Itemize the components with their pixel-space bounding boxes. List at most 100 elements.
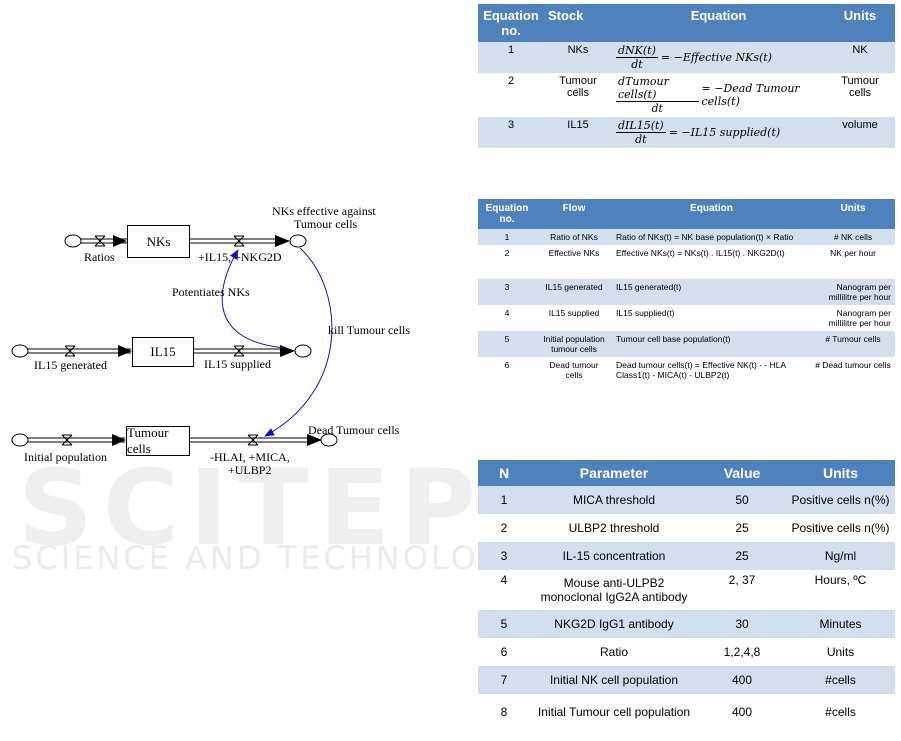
cell: 1: [504, 232, 510, 242]
cell: 1: [507, 44, 515, 56]
cell: 3: [504, 282, 510, 292]
cell: IL15 supplied: [548, 308, 600, 318]
header-cell: Equation: [690, 8, 747, 23]
label-ratios: Ratios: [84, 250, 115, 264]
cell: Tumour cell base population(t): [616, 334, 731, 344]
eq-denominator: dt: [635, 133, 647, 146]
header-cell: Equation no.: [485, 203, 529, 225]
cell: Ratio: [599, 645, 628, 659]
cell: 2, 37: [728, 573, 756, 587]
cell: Hours, ºC: [814, 573, 867, 587]
cell: Nanogram per millilitre per hour: [828, 308, 891, 328]
eq-rhs: = −IL15 supplied(t): [668, 126, 781, 139]
cell: Ratio of NKs: [550, 232, 598, 242]
label-tumour-flow: -HLAI, +MICA,: [210, 450, 290, 464]
cell: MICA threshold: [572, 493, 656, 507]
eq-denominator: dt: [651, 102, 663, 115]
label-initial-population: Initial population: [24, 450, 107, 464]
table-header-row: N Parameter Value Units: [478, 460, 895, 486]
table-row: 6 Dead tumour cells Dead tumour cells(t)…: [478, 357, 895, 383]
eq-numerator: dTumour cells(t): [616, 75, 699, 102]
table-row: 2 Effective NKs Effective NKs(t) = NKs(t…: [478, 245, 895, 279]
label-nks-effective: NKs effective against: [272, 204, 376, 218]
header-cell: Units: [840, 203, 866, 214]
cell: 25: [735, 549, 749, 563]
header-cell: N: [498, 465, 510, 481]
label-potentiates: Potentiates NKs: [172, 285, 250, 299]
cell: NK: [852, 44, 868, 56]
cell: #cells: [825, 673, 856, 687]
cell: 6: [500, 645, 508, 659]
eq-numerator: dIL15(t): [616, 119, 666, 133]
cell: Dead tumour cells: [549, 360, 599, 380]
cell: IL15 generated(t): [616, 282, 682, 292]
table-row: 5 Initial population tumour cells Tumour…: [478, 331, 895, 357]
cell: Effective NKs: [548, 248, 600, 258]
table-row: 7 Initial NK cell population 400 #cells: [478, 666, 895, 694]
stock-equations-table: Equation no. Stock Equation Units 1 NKs …: [478, 4, 895, 148]
header-cell: Units: [823, 465, 858, 481]
cell: Positive cells n(%): [791, 493, 890, 507]
table-header-row: Equation no. Flow Equation Units: [478, 199, 895, 229]
header-cell: Flow: [562, 203, 586, 214]
cloud-icon: [320, 433, 338, 447]
cell: volume: [842, 119, 878, 131]
equation-cell: dNK(t)dt= −Effective NKs(t): [612, 42, 825, 73]
table-row: 8 Initial Tumour cell population 400 #ce…: [478, 694, 895, 730]
cell: 5: [504, 334, 510, 344]
label-kill: kill Tumour cells: [328, 323, 411, 337]
table-row: 1 Ratio of NKs Ratio of NKs(t) = NK base…: [478, 229, 895, 245]
table-row: 5 NKG2D IgG1 antibody 30 Minutes: [478, 610, 895, 638]
cell: 2: [504, 248, 510, 258]
cell: Initial population tumour cells: [543, 334, 605, 354]
cell: IL15 supplied(t): [616, 308, 675, 318]
table-row: 3 IL15 generated IL15 generated(t) Nanog…: [478, 279, 895, 305]
cell: 25: [735, 521, 749, 535]
cell: ULBP2 threshold: [568, 521, 660, 535]
label-il15-supplied: IL15 supplied: [204, 357, 271, 371]
cell: IL15 generated: [545, 282, 603, 292]
cloud-icon: [64, 234, 82, 248]
cell: 1: [500, 493, 508, 507]
cell: Initial NK cell population: [549, 673, 679, 687]
cell: 6: [504, 360, 510, 370]
label-tumour-flow-2: +ULBP2: [228, 463, 272, 477]
cell: 4: [500, 573, 508, 587]
cell: Mouse anti-ULPB2 monoclonal IgG2A antibo…: [540, 576, 688, 604]
cell: NKs: [567, 44, 589, 56]
cell: # Dead tumour cells: [815, 360, 891, 370]
cell: # NK cells: [833, 232, 873, 242]
cell: NKG2D IgG1 antibody: [554, 617, 674, 631]
table-row: 1 MICA threshold 50 Positive cells n(%): [478, 486, 895, 514]
header-cell: Value: [723, 465, 761, 481]
cloud-icon: [289, 234, 307, 248]
table-row: 1 NKs dNK(t)dt= −Effective NKs(t) NK: [478, 42, 895, 73]
diagram-lines: [11, 234, 338, 447]
cell: 2: [500, 521, 508, 535]
table-row: 4 Mouse anti-ULPB2 monoclonal IgG2A anti…: [478, 570, 895, 610]
eq-denominator: dt: [631, 58, 643, 71]
stock-il15: IL15: [132, 337, 194, 367]
cell: Ratio of NKs(t) = NK base population(t) …: [616, 232, 794, 242]
valve-icon: [94, 235, 106, 247]
table-row: 4 IL15 supplied IL15 supplied(t) Nanogra…: [478, 305, 895, 331]
cell: Tumour cells: [841, 75, 879, 99]
valve-icon: [64, 345, 76, 357]
cell: Dead tumour cells(t) = Effective NK(t) -…: [616, 360, 786, 380]
cell: 8: [500, 705, 508, 719]
table-row: 2 ULBP2 threshold 25 Positive cells n(%): [478, 514, 895, 542]
valve-icon: [233, 345, 245, 357]
equation-cell: dTumour cells(t)dt= −Dead Tumour cells(t…: [612, 73, 825, 117]
cell: IL-15 concentration: [562, 549, 666, 563]
stock-flow-diagram: NKs IL15 Tumour cells Ratios +IL15, +NKG…: [0, 190, 470, 490]
flow-equations-table: Equation no. Flow Equation Units 1 Ratio…: [478, 199, 895, 383]
eq-numerator: dNK(t): [616, 44, 658, 58]
stock-nks: NKs: [127, 225, 190, 258]
cell: 7: [500, 673, 508, 687]
cell: 2: [507, 75, 515, 87]
cell: Effective NKs(t) = NKs(t) . IL15(t) . NK…: [616, 248, 785, 258]
cell: 400: [731, 705, 753, 719]
cell: Nanogram per millilitre per hour: [828, 282, 891, 302]
cell: 30: [735, 617, 749, 631]
cell: Initial Tumour cell population: [537, 705, 691, 719]
